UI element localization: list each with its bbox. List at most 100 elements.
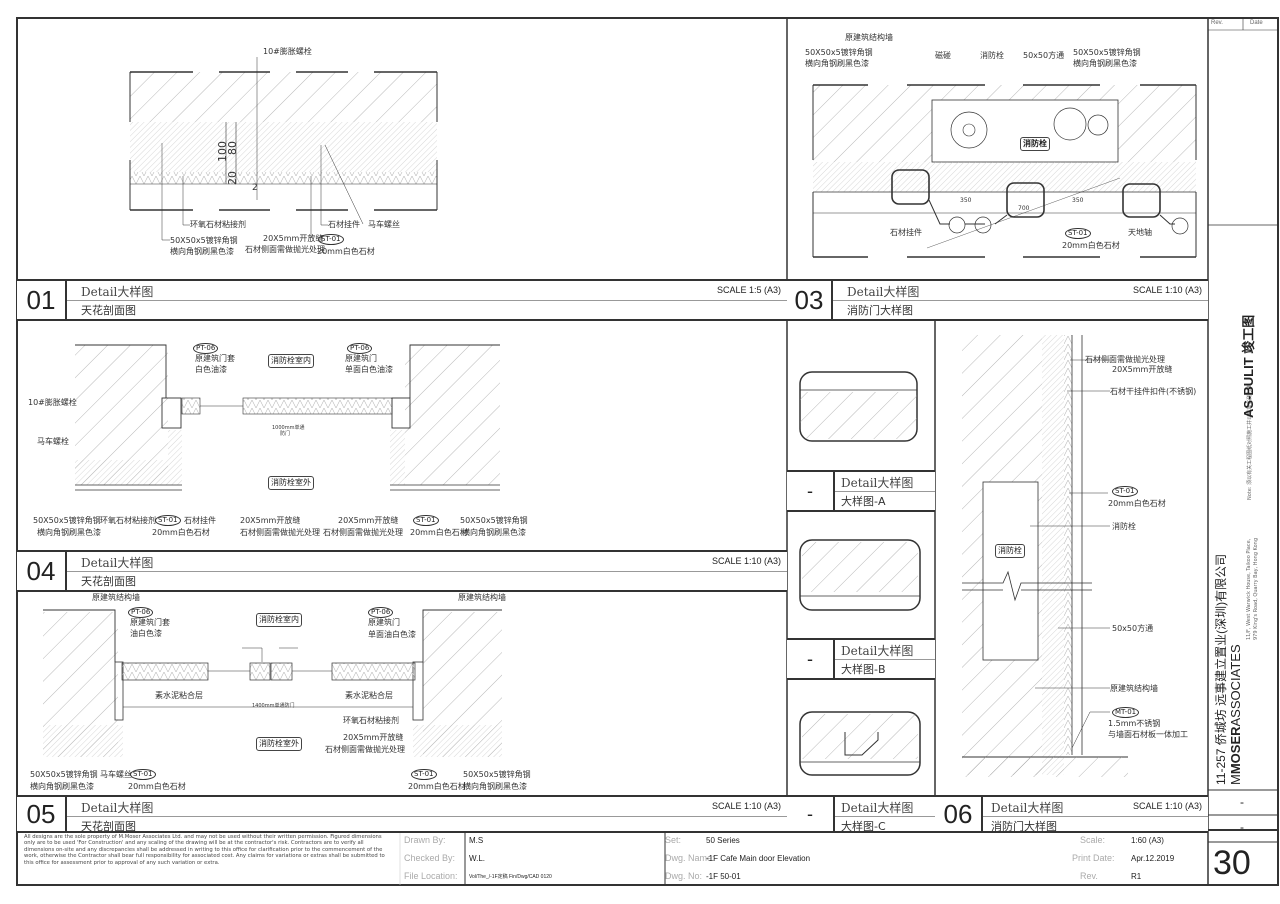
material-tag: ST-01 (413, 515, 439, 526)
callout: 环氧石材粘接剂 (343, 716, 399, 725)
room-label: 消防栓室内 (268, 354, 314, 368)
detail-title: Detail大样图 (81, 556, 154, 570)
callout: 50X50x5镀锌角钢 (805, 48, 873, 57)
rev-label: Rev. (1080, 871, 1098, 881)
detail-number: 06 (935, 797, 983, 831)
detail-number: - (787, 640, 835, 678)
company-logo: MMOSERASSOCIATES (1228, 644, 1243, 785)
callout: 原建筑门 (368, 618, 400, 627)
file-location-value: Vol/The_/-1F定稿 Fin/Dwg/CAD 0120 (469, 874, 552, 880)
callout: 50X50x5镀锌角钢 (33, 516, 101, 525)
detail-subtitle: 大样图-C (841, 820, 886, 833)
callout: 石材侧面需做抛光处理 (1085, 355, 1165, 364)
callout: 20mm白色石材 (408, 782, 466, 791)
address-line-1: 11/F, West Warwick House, Taikoo Place, (1246, 538, 1252, 640)
material-tag: ST-01 (1065, 228, 1091, 239)
callout: 石材挂件 (328, 220, 360, 229)
callout: 10#膨胀螺栓 (28, 398, 77, 407)
set-label: Set: (665, 835, 682, 845)
callout: 原建筑结构墙 (92, 593, 140, 602)
print-date-label: Print Date: (1072, 853, 1115, 863)
dwg-name-label: Dwg. Name: (665, 853, 715, 863)
checked-by-label: Checked By: (404, 853, 456, 863)
callout: 与墙面石材板一体加工 (1108, 730, 1188, 739)
detail-b-title-bar: - Detail大样图大样图-B (787, 638, 935, 680)
callout: 原建筑门 (345, 354, 377, 363)
detail-number: 03 (787, 281, 833, 319)
detail-subtitle: 消防门大样图 (991, 820, 1057, 833)
callout: 20X5mm开放缝 (263, 234, 324, 243)
project-name: 11-257 侨城坊 远事建立置业(深圳)有限公司 (1214, 553, 1228, 785)
callout: 横向角钢刷黑色漆 (1073, 59, 1137, 68)
detail-03-title-bar: 03 Detail大样图消防门大样图 SCALE 1:10 (A3) (787, 279, 1208, 321)
callout: 10#膨胀螺栓 (263, 47, 312, 56)
room-label: 消防栓室外 (268, 476, 314, 490)
hydrant-label: 消防栓 (1020, 137, 1050, 151)
detail-number: - (787, 472, 835, 510)
callout: 50x50方通 (1023, 51, 1065, 60)
file-location-label: File Location: (404, 871, 458, 881)
opening-note: 防门 (280, 431, 291, 437)
callout: 石材侧面需做抛光处理 (245, 245, 325, 254)
date-header: Date (1250, 20, 1263, 26)
logo-m: M (1228, 774, 1243, 785)
callout: 原建筑门套 (195, 354, 235, 363)
scale-label: Scale: (1080, 835, 1106, 845)
callout: 50X50x5镀锌角钢 (463, 770, 531, 779)
opening-note: 1400mm单通防门 (252, 703, 295, 709)
detail-scale: SCALE 1:10 (A3) (711, 801, 781, 811)
callout: 20mm白色石材 (1108, 499, 1166, 508)
callout: 石材侧面需做抛光处理 (240, 528, 320, 537)
callout: 白色油漆 (195, 365, 227, 374)
detail-a-title-bar: - Detail大样图大样图-A (787, 470, 935, 512)
rev-value: R1 (1131, 872, 1142, 881)
callout: 20mm白色石材 (1062, 241, 1120, 250)
detail-subtitle: 消防门大样图 (847, 304, 913, 317)
detail-number: 04 (17, 552, 67, 590)
detail-title: Detail大样图 (81, 285, 154, 299)
dimension: 2 (252, 183, 258, 193)
callout: 横向角钢刷黑色漆 (170, 247, 234, 256)
callout: 单面油白色漆 (368, 630, 416, 639)
callout: 20X5mm开放缝 (1112, 365, 1173, 374)
disclaimer-text: All designs are the sole property of M.M… (24, 834, 385, 866)
callout: 环氧石材粘接剂 (190, 220, 246, 229)
opening-note: 1000mm单通 (272, 425, 305, 431)
print-date-value: Apr.12.2019 (1131, 854, 1175, 863)
detail-number: 05 (17, 797, 67, 831)
detail-subtitle: 天花剖面图 (81, 304, 136, 317)
callout: 横向角钢刷黑色漆 (462, 528, 526, 537)
callout: 50X50x5镀锌角钢 (1073, 48, 1141, 57)
set-value: 50 Series (706, 836, 740, 845)
as-built-stamp: AS-BULIT 竣工图 (1241, 314, 1256, 418)
detail-scale: SCALE 1:5 (A3) (716, 285, 781, 295)
rev-row: - (1240, 795, 1244, 809)
detail-title: Detail大样图 (847, 285, 920, 299)
detail-title: Detail大样图 (841, 476, 914, 490)
rev-header: Rev. (1211, 20, 1223, 26)
callout: 石材干挂件扣件(不锈钢) (1110, 387, 1197, 396)
detail-scale: SCALE 1:10 (A3) (1132, 285, 1202, 295)
callout: 横向角钢刷黑色漆 (463, 782, 527, 791)
dwg-no-label: Dwg. No: (665, 871, 703, 881)
room-label: 消防栓室内 (256, 613, 302, 627)
detail-title: Detail大样图 (841, 801, 914, 815)
callout: 消防栓 (980, 51, 1004, 60)
drawn-by-value: M.S (469, 836, 484, 845)
callout: 横向角钢刷黑色漆 (37, 528, 101, 537)
callout: 素水泥粘合层 (345, 691, 393, 700)
callout: 原建筑结构墙 (845, 33, 893, 42)
callout: 50X50x5镀锌角钢 (170, 236, 238, 245)
callout: 原建筑结构墙 (458, 593, 506, 602)
callout: 50X50x5镀锌角钢 (460, 516, 528, 525)
logo-moser: MOSER (1228, 726, 1243, 775)
material-tag: ST-01 (318, 234, 344, 245)
callout: 横向角钢刷黑色漆 (30, 782, 94, 791)
callout: 油白色漆 (130, 629, 162, 638)
callout: 环氧石材粘接剂 (100, 516, 156, 525)
detail-subtitle: 天花剖面图 (81, 575, 136, 588)
rev-row: - (1240, 820, 1244, 834)
callout: 50x50方通 (1112, 624, 1154, 633)
callout: 消防栓 (1112, 522, 1136, 531)
